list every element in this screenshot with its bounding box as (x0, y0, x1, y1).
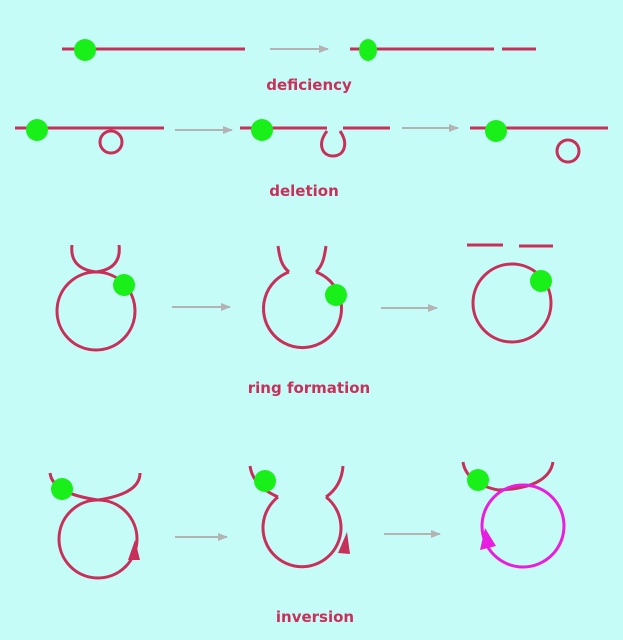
broken-end (314, 245, 328, 274)
inversion-group: inversion (48, 461, 566, 626)
chromosome-arm (70, 244, 121, 274)
ring-stage-1 (55, 244, 137, 352)
direction-arrow (338, 532, 350, 554)
chromosome-loop (57, 498, 139, 580)
direction-arrow (128, 540, 140, 560)
centromere (359, 39, 377, 61)
label-inversion: inversion (276, 608, 354, 626)
inverted-segment (480, 483, 566, 569)
label-deficiency: deficiency (266, 76, 352, 94)
centromere (254, 470, 276, 492)
centromere (530, 270, 552, 292)
ring-formation-group: ring formation (55, 243, 553, 397)
inversion-stage-2 (248, 465, 350, 569)
deletion-stage-1 (15, 119, 164, 155)
chromosome-loop (262, 270, 343, 350)
centromere (325, 284, 347, 306)
reversed-direction-arrow (480, 528, 496, 550)
broken-end (276, 245, 291, 274)
centromere (51, 478, 73, 500)
centromere (74, 39, 96, 61)
centromere (251, 119, 273, 141)
inversion-stage-1 (48, 472, 142, 580)
deleted-ring (555, 138, 581, 164)
deletion-stage-3 (470, 120, 608, 164)
deficiency-group: deficiency (62, 39, 536, 94)
centromere (26, 119, 48, 141)
ring-stage-2 (262, 245, 347, 350)
ring-chromosome (471, 262, 553, 344)
breaking-loop (320, 130, 347, 158)
centromere (485, 120, 507, 142)
loop (98, 129, 124, 155)
label-ring-formation: ring formation (248, 379, 370, 397)
ring-stage-3 (467, 243, 553, 344)
inversion-stage-3 (461, 461, 566, 569)
chromosome-arm (461, 461, 555, 492)
deficiency-stage-1 (62, 39, 245, 61)
centromere (467, 469, 489, 491)
broken-end (325, 465, 345, 499)
centromere (113, 274, 135, 296)
label-deletion: deletion (269, 182, 339, 200)
chromosome-loop (261, 495, 343, 569)
deficiency-stage-2 (350, 39, 536, 61)
deletion-group: deletion (15, 119, 608, 200)
deletion-stage-2 (240, 119, 390, 158)
